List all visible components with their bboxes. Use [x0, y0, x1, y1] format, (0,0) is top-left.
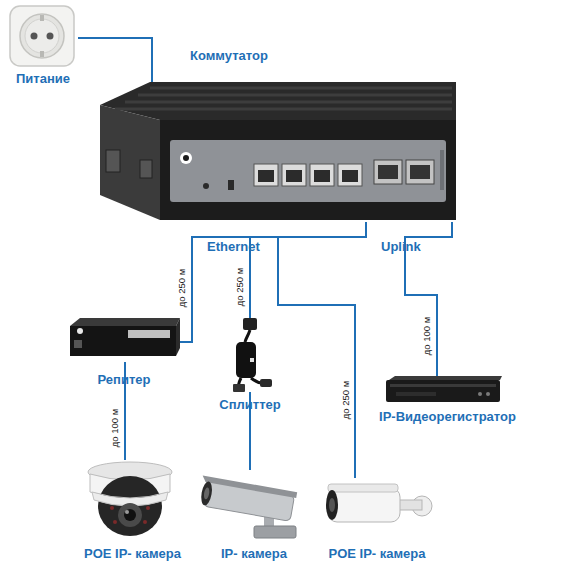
device-label: Репитер	[68, 372, 180, 387]
poe-splitter	[233, 318, 272, 392]
cable-line	[180, 222, 366, 342]
cable-line	[278, 222, 366, 478]
device-label: IP-Видеорегистратор	[360, 409, 535, 424]
device-node: POE IP- камера	[322, 478, 432, 540]
device-node: IP-Видеорегистратор	[385, 376, 502, 404]
bullet-camera	[326, 484, 432, 522]
device-label: POE IP- камера	[55, 546, 210, 561]
distance-label: до 100 м	[421, 317, 432, 356]
power-socket	[10, 6, 74, 66]
distance-label: до 250 м	[176, 269, 187, 308]
network-switch	[100, 82, 456, 220]
device-node: POE IP- камера	[85, 460, 180, 540]
bus-label: Uplink	[381, 239, 421, 254]
cable-line	[78, 38, 152, 82]
video-recorder	[386, 376, 502, 402]
device-label: Коммутатор	[190, 48, 320, 63]
device-label: IP- камера	[188, 546, 320, 561]
device-node: IP- камера	[198, 470, 310, 540]
device-node: Сплиттер	[230, 318, 270, 392]
device-node: Питание	[8, 5, 78, 69]
distance-label: до 250 м	[234, 268, 245, 307]
device-label: Питание	[4, 71, 82, 86]
device-node: Коммутатор	[95, 82, 460, 222]
poe-repeater	[70, 318, 180, 356]
bus-label: Ethernet	[207, 239, 260, 254]
device-label: Сплиттер	[195, 397, 305, 412]
device-node: Репитер	[68, 318, 180, 362]
distance-label: до 250 м	[340, 381, 351, 420]
dome-camera	[88, 462, 172, 536]
distance-label: до 100 м	[109, 409, 120, 448]
device-label: POE IP- камера	[297, 546, 457, 561]
bullet-camera	[197, 475, 297, 538]
